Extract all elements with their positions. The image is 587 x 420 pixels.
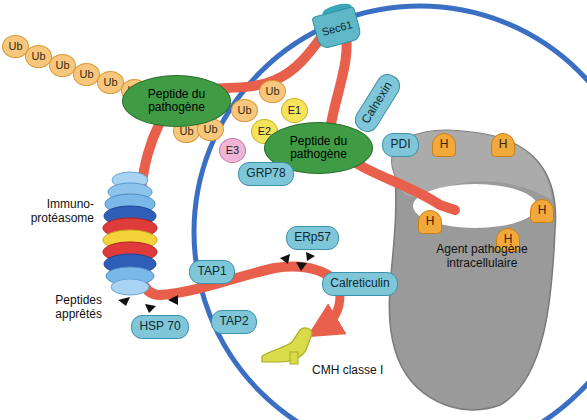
node-text: Ub [55, 59, 69, 71]
node-text: Sec61 [320, 18, 353, 38]
protein-box: TAP2 [211, 310, 257, 334]
node-text: Ub [179, 125, 193, 137]
annotation-label: CMH classe I [312, 364, 412, 378]
protein-box: Calreticulin [322, 272, 398, 296]
cell-membrane [194, 6, 587, 420]
node-text: Ub [31, 50, 45, 62]
peptide-fragments [118, 252, 315, 346]
ubiquitin-bead: Ub [49, 54, 76, 77]
protein-box: PDI [382, 133, 419, 157]
node-text: Ub [237, 104, 251, 116]
h-antigen: H [491, 133, 515, 157]
ubiquitin-bead: Ub [231, 99, 258, 122]
node-text: TAP2 [219, 315, 248, 328]
node-text: Ub [103, 76, 117, 88]
ubiquitin-bead: Ub [73, 63, 100, 86]
node-text: H [426, 215, 435, 228]
node-text: Ub [265, 85, 279, 97]
node-text: Agent pathogène intracellulaire [425, 243, 539, 269]
node-text: Ub [79, 68, 93, 80]
annotation-label: Peptides apprêtés [40, 294, 102, 322]
h-antigen: H [418, 210, 442, 234]
protein-box: HSP 70 [131, 315, 189, 339]
node-text: HSP 70 [139, 320, 180, 333]
protein-box: GRP78 [238, 162, 294, 186]
h-antigen: H [530, 199, 554, 223]
protein-box: ERp57 [286, 226, 339, 250]
peptide-ellipse: Peptide du pathogène [122, 75, 231, 127]
node-text: E3 [226, 144, 239, 156]
node-text: Ub [8, 40, 22, 52]
translocon-cylinder: Sec61 [311, 6, 362, 50]
pathogen-label-node: Agent pathogène intracellulaire [422, 239, 542, 274]
annotation-label: Immuno- protéasome [22, 198, 94, 226]
peptide-chain [330, 30, 455, 210]
node-text: PDI [390, 138, 410, 151]
ubiquitin-bead: Ub [25, 45, 52, 68]
node-text: Calnexin [360, 80, 396, 127]
protein-box: TAP1 [189, 260, 235, 284]
node-text: TAP1 [197, 265, 226, 278]
ubiquitin-bead: Ub [97, 71, 124, 94]
enzyme-circle: E1 [281, 98, 308, 123]
transport-arrow [322, 295, 340, 328]
node-text: GRP78 [246, 167, 285, 180]
mhc-class-i [262, 328, 312, 364]
node-text: Ub [203, 123, 217, 135]
protein-box: Calnexin [351, 70, 405, 136]
ubiquitin-bead: Ub [259, 80, 286, 103]
pathogen-body [389, 130, 555, 410]
pathogen-hole [413, 184, 537, 228]
node-text: H [440, 138, 449, 151]
node-text: H [538, 204, 547, 217]
node-text: E1 [288, 104, 301, 116]
node-text: Calreticulin [330, 277, 389, 290]
immunoproteasome [103, 172, 157, 295]
node-text: H [499, 138, 508, 151]
node-text: Peptide du pathogène [277, 135, 360, 161]
enzyme-circle: E3 [219, 138, 246, 163]
node-text: ERp57 [294, 231, 331, 244]
h-antigen: H [432, 133, 456, 157]
node-text: Peptide du pathogène [135, 88, 218, 114]
